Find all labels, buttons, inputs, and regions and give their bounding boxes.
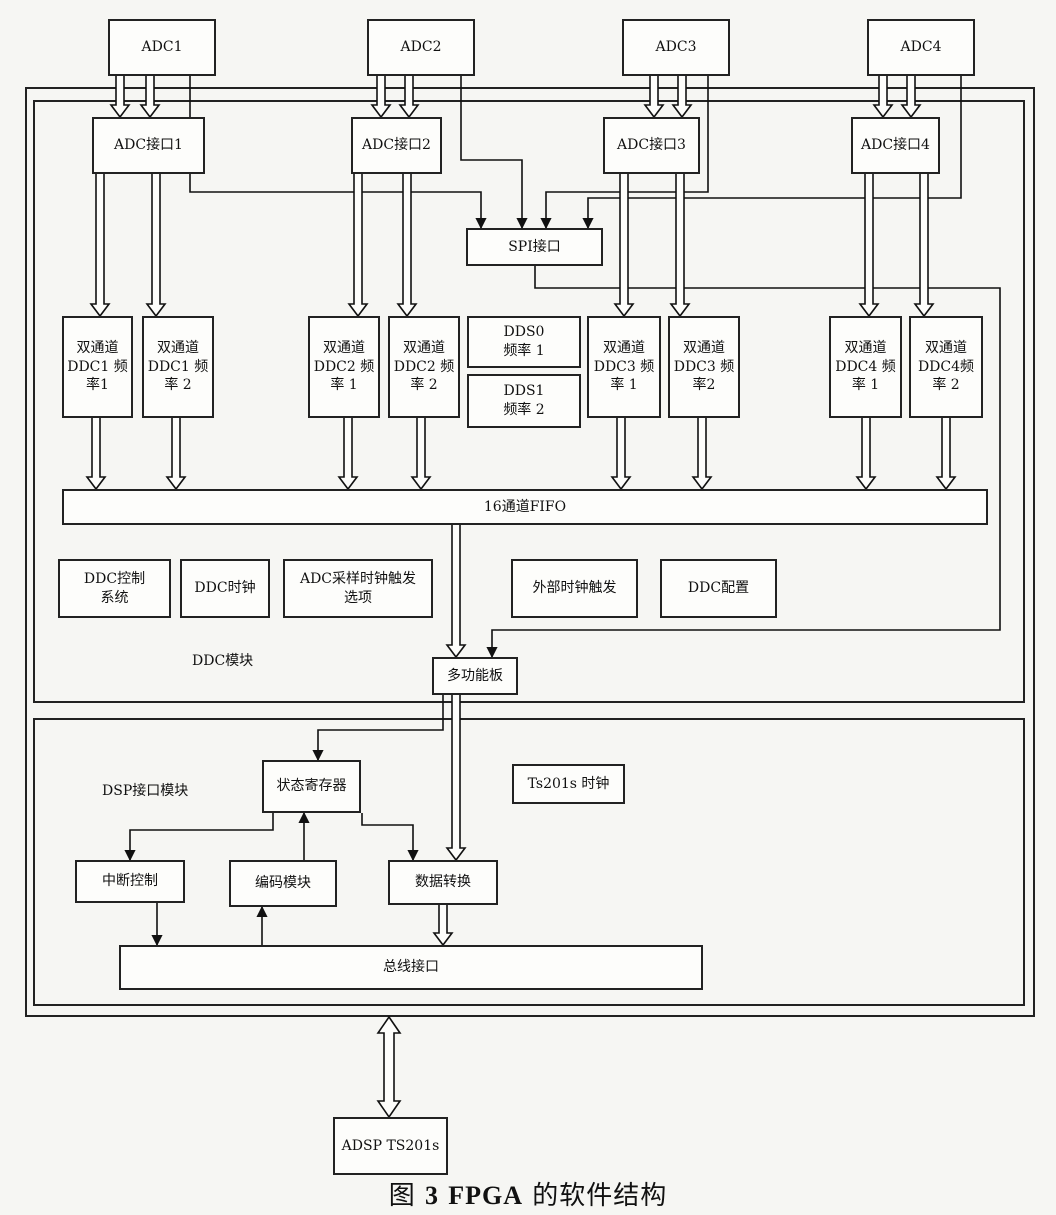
bus-arrow-1 bbox=[139, 76, 161, 119]
bus-arrow-23 bbox=[935, 418, 957, 491]
bus-interface: 总线接口 bbox=[119, 945, 703, 990]
wire-31 bbox=[486, 266, 1001, 659]
wire-33 bbox=[124, 813, 274, 862]
ddc1-freq1: 双通道 DDC1 频 率1 bbox=[62, 316, 133, 418]
dds0-box: DDS0 频率 1 bbox=[467, 316, 581, 368]
ddc4-freq2: 双通道 DDC4频 率 2 bbox=[909, 316, 983, 418]
ddc2-freq2: 双通道 DDC2 频 率 2 bbox=[388, 316, 460, 418]
bus-arrow-26 bbox=[432, 905, 454, 947]
fpga-outer-frame bbox=[25, 87, 1035, 1017]
caption-prefix: 图 bbox=[388, 1181, 416, 1211]
interrupt-control: 中断控制 bbox=[75, 860, 185, 903]
bus-arrow-15 bbox=[913, 174, 935, 318]
bus-arrow-21 bbox=[691, 418, 713, 491]
bus-arrow-19 bbox=[410, 418, 432, 491]
ddc1-freq2: 双通道 DDC1 频 率 2 bbox=[142, 316, 214, 418]
bus-arrow-20 bbox=[610, 418, 632, 491]
ddc-config: DDC配置 bbox=[660, 559, 777, 618]
dds1-box: DDS1 频率 2 bbox=[467, 374, 581, 428]
adc-interface-3: ADC接口3 bbox=[603, 117, 700, 174]
bus-arrow-25 bbox=[445, 695, 467, 862]
bus-arrow-22 bbox=[855, 418, 877, 491]
ddc-module-frame bbox=[33, 100, 1025, 703]
adc3-box: ADC3 bbox=[622, 19, 730, 76]
bus-arrow-17 bbox=[165, 418, 187, 491]
wire-34 bbox=[361, 813, 419, 862]
adc-interface-2: ADC接口2 bbox=[351, 117, 442, 174]
bus-arrow-3 bbox=[398, 76, 420, 119]
caption-number: 3 bbox=[424, 1181, 439, 1210]
wire-30 bbox=[582, 76, 962, 230]
adc-interface-1: ADC接口1 bbox=[92, 117, 205, 174]
dsp-module-label: DSP接口模块 bbox=[102, 783, 189, 799]
caption-suffix: 的软件结构 bbox=[532, 1181, 668, 1211]
bus-arrow-7 bbox=[900, 76, 922, 119]
bus-arrow-9 bbox=[145, 174, 167, 318]
ddc3-freq1: 双通道 DDC3 频 率 1 bbox=[587, 316, 661, 418]
adc1-box: ADC1 bbox=[108, 19, 216, 76]
bus-arrow-6 bbox=[872, 76, 894, 119]
dsp-module-frame bbox=[33, 718, 1025, 1006]
spi-interface: SPI接口 bbox=[466, 228, 603, 266]
adc2-box: ADC2 bbox=[367, 19, 475, 76]
ddc2-freq1: 双通道 DDC2 频 率 1 bbox=[308, 316, 380, 418]
caption-fpga: FPGA bbox=[448, 1181, 524, 1210]
bus-arrow-12 bbox=[613, 174, 635, 318]
ts201-clock: Ts201s 时钟 bbox=[512, 764, 625, 804]
bus-arrow-4 bbox=[643, 76, 665, 119]
ddc-control-system: DDC控制 系统 bbox=[58, 559, 171, 618]
bus-arrow-10 bbox=[347, 174, 369, 318]
adsp-ts201s: ADSP TS201s bbox=[333, 1117, 448, 1175]
bus-arrow-5 bbox=[671, 76, 693, 119]
adc-interface-4: ADC接口4 bbox=[851, 117, 940, 174]
encoder-module: 编码模块 bbox=[229, 860, 337, 907]
wire-32 bbox=[312, 695, 444, 762]
ddc-clock: DDC时钟 bbox=[180, 559, 270, 618]
ddc4-freq1: 双通道 DDC4 频 率 1 bbox=[829, 316, 902, 418]
adc4-box: ADC4 bbox=[867, 19, 975, 76]
adc-sample-clock-trigger: ADC采样时钟触发 选项 bbox=[283, 559, 433, 618]
bus-arrow-0 bbox=[109, 76, 131, 119]
bidirectional-bus-arrow bbox=[376, 1015, 402, 1119]
figure-caption: 图 3 FPGA 的软件结构 bbox=[0, 1175, 1056, 1212]
bus-arrow-13 bbox=[669, 174, 691, 318]
ddc-module-label: DDC模块 bbox=[192, 653, 254, 669]
bus-arrow-2 bbox=[370, 76, 392, 119]
ddc3-freq2: 双通道 DDC3 频 率2 bbox=[668, 316, 740, 418]
multi-function-board: 多功能板 bbox=[432, 657, 518, 695]
bus-arrow-24 bbox=[445, 525, 467, 659]
external-clock-trigger: 外部时钟触发 bbox=[511, 559, 638, 618]
bus-arrow-11 bbox=[396, 174, 418, 318]
bus-arrow-8 bbox=[89, 174, 111, 318]
data-conversion: 数据转换 bbox=[388, 860, 498, 905]
fifo-16ch: 16通道FIFO bbox=[62, 489, 988, 525]
wire-28 bbox=[460, 76, 528, 230]
bus-arrow-18 bbox=[337, 418, 359, 491]
status-register: 状态寄存器 bbox=[262, 760, 361, 813]
bus-arrow-14 bbox=[858, 174, 880, 318]
bus-arrow-16 bbox=[85, 418, 107, 491]
